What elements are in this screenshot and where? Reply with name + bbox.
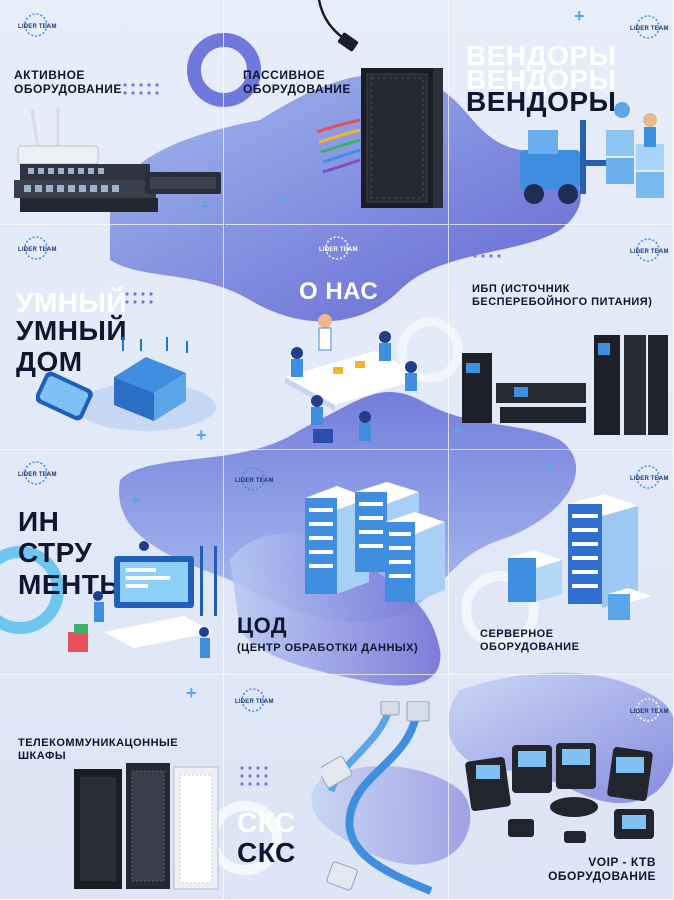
logo-text: LIDER TEAM — [18, 247, 57, 253]
ethernet-cable-icon — [317, 0, 359, 52]
logo: LIDER TEAM — [626, 464, 670, 490]
logo-text: LIDER TEAM — [630, 709, 669, 715]
tile-about-us[interactable]: LIDER TEAM О НАС — [225, 225, 449, 450]
tile-tools[interactable]: LIDER TEAM + ИН СТРУ МЕНТЫ — [0, 450, 224, 675]
tile-server-equipment[interactable]: LIDER TEAM + СЕРВЕРНОЕ ОБОРУДОВАНИЕ — [450, 450, 674, 675]
forklift-boxes-icon — [520, 102, 664, 204]
tile-ghost-text: СКС — [237, 807, 296, 838]
logo-text: LIDER TEAM — [18, 24, 57, 30]
tile-datacenter[interactable]: LIDER TEAM ЦОД (ЦЕНТР ОБРАБОТКИ ДАННЫХ) — [225, 450, 449, 675]
tile-title: VOIP - КТВ ОБОРУДОВАНИЕ — [548, 855, 656, 884]
cabinet-icon — [74, 763, 219, 890]
logo: LIDER TEAM — [231, 466, 275, 492]
server-rack-icon — [316, 68, 443, 208]
logo-text: LIDER TEAM — [18, 472, 57, 478]
plus-decoration: + — [130, 490, 141, 510]
tile-vendors[interactable]: LIDER TEAM + ВЕНДОРЫ ВЕНДОРЫ ВЕНДОРЫ — [450, 0, 674, 225]
tile-ghost-text: УМНЫЙ — [16, 287, 127, 318]
tile-title: СКС — [237, 837, 296, 868]
dev-team-icon — [68, 541, 217, 658]
tile-title: ИБП (ИСТОЧНИК БЕСПЕРЕБОЙНОГО ПИТАНИЯ) — [472, 283, 653, 309]
ip-phone-icon — [465, 743, 654, 843]
logo-text: LIDER TEAM — [319, 247, 358, 253]
tile-title: ИН СТРУ МЕНТЫ — [18, 506, 128, 600]
dots-decoration — [240, 766, 268, 786]
dots-decoration — [473, 238, 501, 258]
plus-decoration: + — [574, 6, 585, 26]
smart-house-icon — [36, 337, 216, 431]
tile-passive-equipment[interactable]: ПАССИВНОЕ ОБОРУДОВАНИЕ + — [225, 0, 449, 225]
team-meeting-icon — [285, 314, 425, 443]
tile-title: ТЕЛЕКОММУНИКАЦОННЫЕ ШКАФЫ — [18, 737, 179, 763]
logo: LIDER TEAM — [626, 697, 670, 723]
logo-text: LIDER TEAM — [630, 26, 669, 32]
dots-decoration — [123, 83, 159, 95]
dots-decoration — [125, 292, 153, 304]
logo: LIDER TEAM — [14, 235, 58, 261]
tile-ups[interactable]: LIDER TEAM ИБП (ИСТОЧНИК БЕСПЕРЕБОЙНОГО … — [450, 225, 674, 450]
logo-text: LIDER TEAM — [630, 249, 669, 255]
logo: LIDER TEAM — [14, 12, 58, 38]
server-stack-icon — [508, 494, 652, 620]
tile-ghost-text: ВЕНДОРЫ — [466, 64, 617, 95]
logo: LIDER TEAM — [626, 14, 670, 40]
plus-decoration: + — [452, 421, 463, 441]
logo: LIDER TEAM — [14, 460, 58, 486]
tile-title: СЕРВЕРНОЕ ОБОРУДОВАНИЕ — [480, 628, 580, 654]
patch-cable-icon — [321, 701, 433, 895]
tile-ghost-text: ВЕНДОРЫ — [466, 40, 617, 71]
plus-decoration: + — [544, 456, 555, 476]
logo-text: LIDER TEAM — [235, 478, 274, 484]
tile-title: ЦОД — [237, 613, 288, 638]
tile-active-equipment[interactable]: LIDER TEAM АКТИВНОЕ ОБОРУДОВАНИЕ + — [0, 0, 224, 225]
logo-text: LIDER TEAM — [235, 699, 274, 705]
plus-decoration: + — [200, 196, 211, 216]
ups-icon — [462, 335, 668, 435]
plus-decoration: + — [196, 425, 207, 445]
tile-telecom-cabinets[interactable]: + ТЕЛЕКОММУНИКАЦОННЫЕ ШКАФЫ — [0, 675, 224, 900]
tile-scs[interactable]: LIDER TEAM СКС СКС — [225, 675, 449, 900]
tile-title: АКТИВНОЕ ОБОРУДОВАНИЕ — [14, 68, 122, 97]
tile-title: О НАС — [299, 278, 379, 305]
logo: LIDER TEAM — [626, 237, 670, 263]
tile-title: ПАССИВНОЕ ОБОРУДОВАНИЕ — [243, 68, 351, 97]
tile-voip[interactable]: LIDER TEAM VOIP - КТВ ОБОРУДОВАНИЕ — [450, 675, 674, 900]
tile-smart-home[interactable]: LIDER TEAM УМНЫЙ УМНЫЙ ДОМ + — [0, 225, 224, 450]
plus-decoration: + — [277, 190, 288, 210]
datacenter-icon — [305, 482, 445, 602]
plus-decoration: + — [186, 683, 197, 703]
logo: LIDER TEAM — [315, 235, 359, 261]
tile-subtitle: (ЦЕНТР ОБРАБОТКИ ДАННЫХ) — [237, 642, 419, 654]
tile-title: ВЕНДОРЫ — [466, 86, 617, 117]
logo-text: LIDER TEAM — [630, 476, 669, 482]
logo: LIDER TEAM — [231, 687, 275, 713]
network-switch-icon — [14, 108, 221, 212]
